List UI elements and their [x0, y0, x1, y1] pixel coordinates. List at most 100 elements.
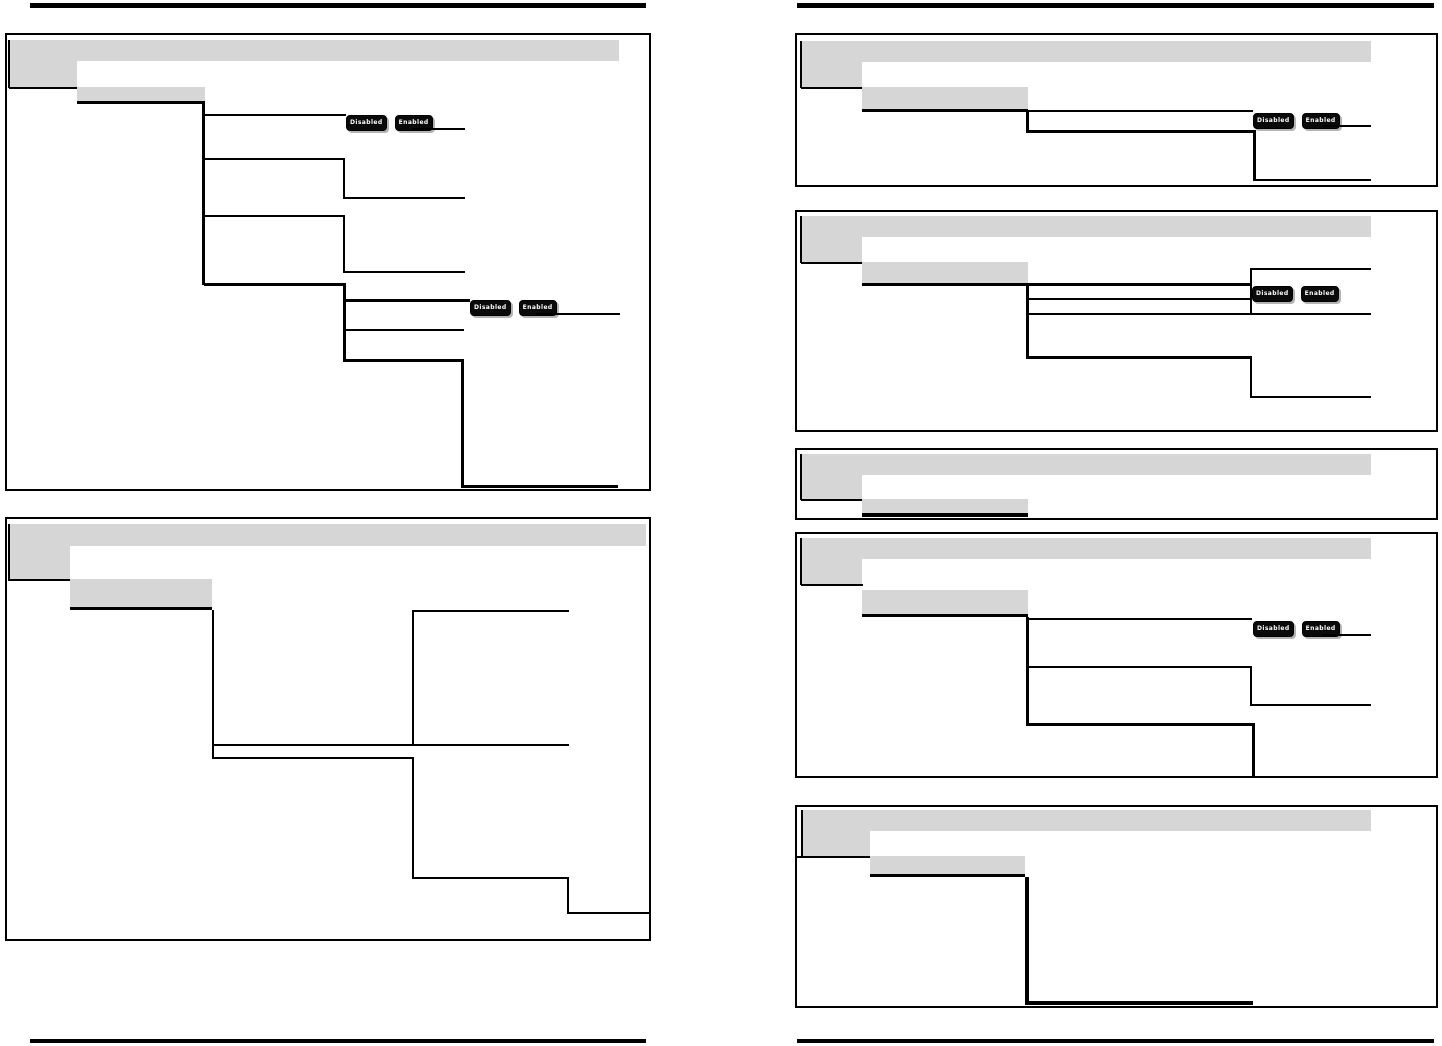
panel-header-bar	[803, 810, 1371, 831]
disabled-button[interactable]: Disabled	[1253, 621, 1294, 637]
header-underline	[9, 579, 71, 581]
connector-line	[1253, 179, 1371, 181]
option-button-group: Disabled Enabled	[346, 115, 436, 134]
menu-panel-6: Disabled Enabled	[795, 532, 1438, 778]
panel-subheader-bar	[862, 590, 1028, 617]
disabled-button[interactable]: Disabled	[1253, 113, 1294, 129]
connector-line	[343, 271, 465, 273]
enabled-button[interactable]: Enabled	[1301, 621, 1340, 637]
enabled-button[interactable]: Enabled	[394, 115, 433, 131]
panel-header-tab	[803, 831, 870, 857]
panel-header-tab	[802, 237, 862, 263]
panel-subheader-bar	[870, 856, 1025, 877]
connector-line	[204, 283, 346, 286]
disabled-button[interactable]: Disabled	[346, 115, 387, 131]
panel-header-bar	[802, 538, 1371, 559]
panel-header-tab	[10, 546, 70, 580]
connector-line	[204, 114, 346, 116]
menu-panel-1: Disabled Enabled Disabled Enabled	[5, 33, 651, 491]
connector-line	[412, 877, 569, 879]
panel-subheader-bar	[862, 87, 1028, 112]
page-top-rule-left	[30, 3, 646, 8]
connector-line	[1250, 666, 1252, 706]
connector-line	[461, 359, 464, 487]
connector-line	[343, 359, 464, 362]
header-underline	[801, 87, 863, 89]
header-accent-bar	[801, 810, 804, 858]
connector-line	[204, 215, 345, 217]
enabled-button[interactable]: Enabled	[1300, 286, 1339, 302]
connector-line	[461, 485, 618, 488]
panel-subheader-bar	[862, 499, 1028, 517]
enabled-button[interactable]: Enabled	[518, 300, 557, 316]
connector-line	[567, 877, 569, 914]
header-accent-bar	[800, 216, 803, 263]
connector-line	[1026, 130, 1256, 133]
panel-subheader-bar	[77, 87, 205, 104]
connector-line	[1028, 110, 1253, 112]
page-top-rule-right	[797, 3, 1434, 8]
connector-line	[412, 128, 465, 130]
connector-line	[1322, 125, 1371, 127]
panel-header-tab	[802, 62, 862, 88]
connector-line	[343, 299, 470, 302]
connector-line	[1026, 723, 1255, 726]
header-underline	[801, 499, 863, 501]
connector-line	[1025, 877, 1029, 1004]
connector-line	[536, 313, 620, 315]
connector-line	[1250, 396, 1371, 398]
connector-line	[1250, 268, 1371, 270]
connector-line	[1028, 666, 1252, 668]
connector-line	[412, 610, 414, 746]
connector-line	[1026, 112, 1029, 133]
connector-line	[1250, 268, 1252, 315]
connector-line	[1025, 1001, 1253, 1005]
connector-line	[1252, 723, 1255, 776]
menu-panel-4: Disabled Enabled	[795, 210, 1438, 432]
menu-panel-2	[5, 517, 651, 941]
page-bottom-rule-right	[797, 1039, 1434, 1043]
connector-line	[1253, 130, 1256, 181]
menu-panel-5	[795, 448, 1438, 520]
option-button-group: Disabled Enabled	[1253, 113, 1343, 132]
connector-line	[412, 610, 569, 612]
panel-header-bar	[10, 40, 619, 61]
connector-line	[1026, 617, 1029, 726]
panel-subheader-bar	[70, 579, 212, 610]
menu-panel-3: Disabled Enabled	[795, 33, 1438, 187]
connector-line	[1028, 283, 1250, 286]
disabled-button[interactable]: Disabled	[1252, 286, 1293, 302]
panel-header-tab	[10, 61, 77, 88]
header-underline	[797, 856, 870, 858]
connector-line	[213, 744, 569, 746]
header-accent-bar	[800, 41, 803, 88]
connector-line	[343, 158, 345, 199]
panel-header-bar	[802, 216, 1371, 237]
connector-line	[1028, 313, 1371, 315]
disabled-button[interactable]: Disabled	[470, 300, 511, 316]
panel-header-tab	[802, 559, 862, 585]
panel-header-bar	[802, 41, 1371, 62]
panel-header-bar	[10, 524, 646, 546]
header-accent-bar	[8, 524, 11, 581]
connector-line	[1250, 356, 1252, 398]
connector-line	[1026, 356, 1252, 359]
connector-line	[1026, 286, 1029, 359]
header-underline	[801, 584, 863, 586]
connector-line	[567, 912, 649, 914]
connector-line	[1250, 704, 1371, 706]
connector-line	[202, 104, 205, 285]
option-button-group: Disabled Enabled	[1253, 621, 1343, 640]
connector-line	[412, 757, 414, 879]
connector-line	[343, 329, 464, 331]
connector-line	[343, 283, 346, 362]
menu-panel-7	[795, 805, 1438, 1008]
panel-subheader-bar	[862, 262, 1028, 286]
connector-line	[212, 610, 214, 759]
option-button-group: Disabled Enabled	[1252, 286, 1342, 305]
connector-line	[1028, 618, 1252, 620]
connector-line	[213, 757, 414, 759]
header-accent-bar	[800, 454, 803, 500]
connector-line	[204, 158, 345, 160]
